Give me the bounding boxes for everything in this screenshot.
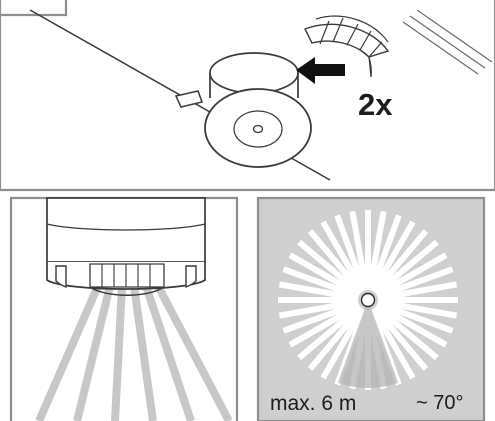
radial-ray — [307, 229, 364, 295]
lens-segment-cap — [304, 15, 390, 78]
sensor-body-band — [46, 223, 206, 231]
detection-beam — [73, 285, 114, 421]
radial-ray — [297, 304, 363, 361]
left-arrow — [296, 57, 345, 84]
top-panel-frame — [0, 0, 495, 192]
radial-ray — [278, 281, 359, 302]
bottom-right-panel — [256, 196, 486, 421]
detection-beam — [35, 284, 102, 421]
radial-ray — [297, 239, 363, 296]
angle-label: ~ 70° — [416, 392, 464, 414]
bottom-left-panel — [9, 196, 239, 421]
corner-line-3 — [402, 21, 479, 75]
radial-ray — [288, 302, 361, 348]
sensor-lens-housing — [89, 263, 165, 288]
sensor-right-fin — [185, 265, 197, 289]
range-label: max. 6 m — [270, 392, 357, 415]
sensor-base-top — [209, 52, 299, 94]
radial-ray — [373, 304, 439, 361]
radial-ray — [375, 302, 448, 348]
detection-beam — [142, 284, 195, 421]
repeat-count-label: 2x — [358, 87, 393, 122]
radial-ray — [372, 305, 429, 371]
radial-ray — [368, 214, 402, 292]
corner-line-1 — [416, 9, 493, 63]
radial-ray — [349, 210, 370, 291]
sensor-left-fin — [55, 265, 67, 289]
top-panel-tab — [0, 0, 68, 17]
beam-group — [35, 284, 233, 421]
sensor-lens-bottom — [89, 286, 165, 296]
sensor-lens-dot — [252, 124, 264, 134]
radial-ray — [282, 300, 360, 334]
top-panel — [0, 0, 495, 192]
radial-ray — [334, 214, 368, 292]
radial-ray — [288, 252, 361, 298]
sensor-center-point — [360, 292, 376, 308]
radial-ray — [366, 210, 387, 291]
radial-ray — [320, 307, 366, 380]
radial-ray — [377, 298, 458, 319]
radial-ray — [370, 220, 416, 293]
detection-sector — [337, 300, 399, 388]
radial-ray — [307, 305, 364, 371]
radial-ray — [372, 229, 429, 295]
radial-ray — [375, 252, 448, 298]
radial-ray — [320, 220, 366, 293]
radial-ray — [376, 300, 454, 334]
sensor-lens-ring — [233, 110, 283, 148]
radial-ray — [282, 266, 360, 300]
corner-line-2 — [409, 15, 486, 69]
radial-ray — [278, 298, 359, 319]
radial-ray — [370, 307, 416, 380]
detection-beam — [154, 284, 233, 421]
mounting-tab — [174, 90, 203, 108]
radial-ray — [373, 239, 439, 296]
detection-beam — [130, 285, 157, 421]
sensor-lens-segments — [101, 264, 151, 287]
detection-beam — [111, 285, 126, 421]
radial-ray — [376, 266, 454, 300]
radial-ray — [377, 281, 458, 302]
sensor-base-sides — [209, 73, 299, 98]
